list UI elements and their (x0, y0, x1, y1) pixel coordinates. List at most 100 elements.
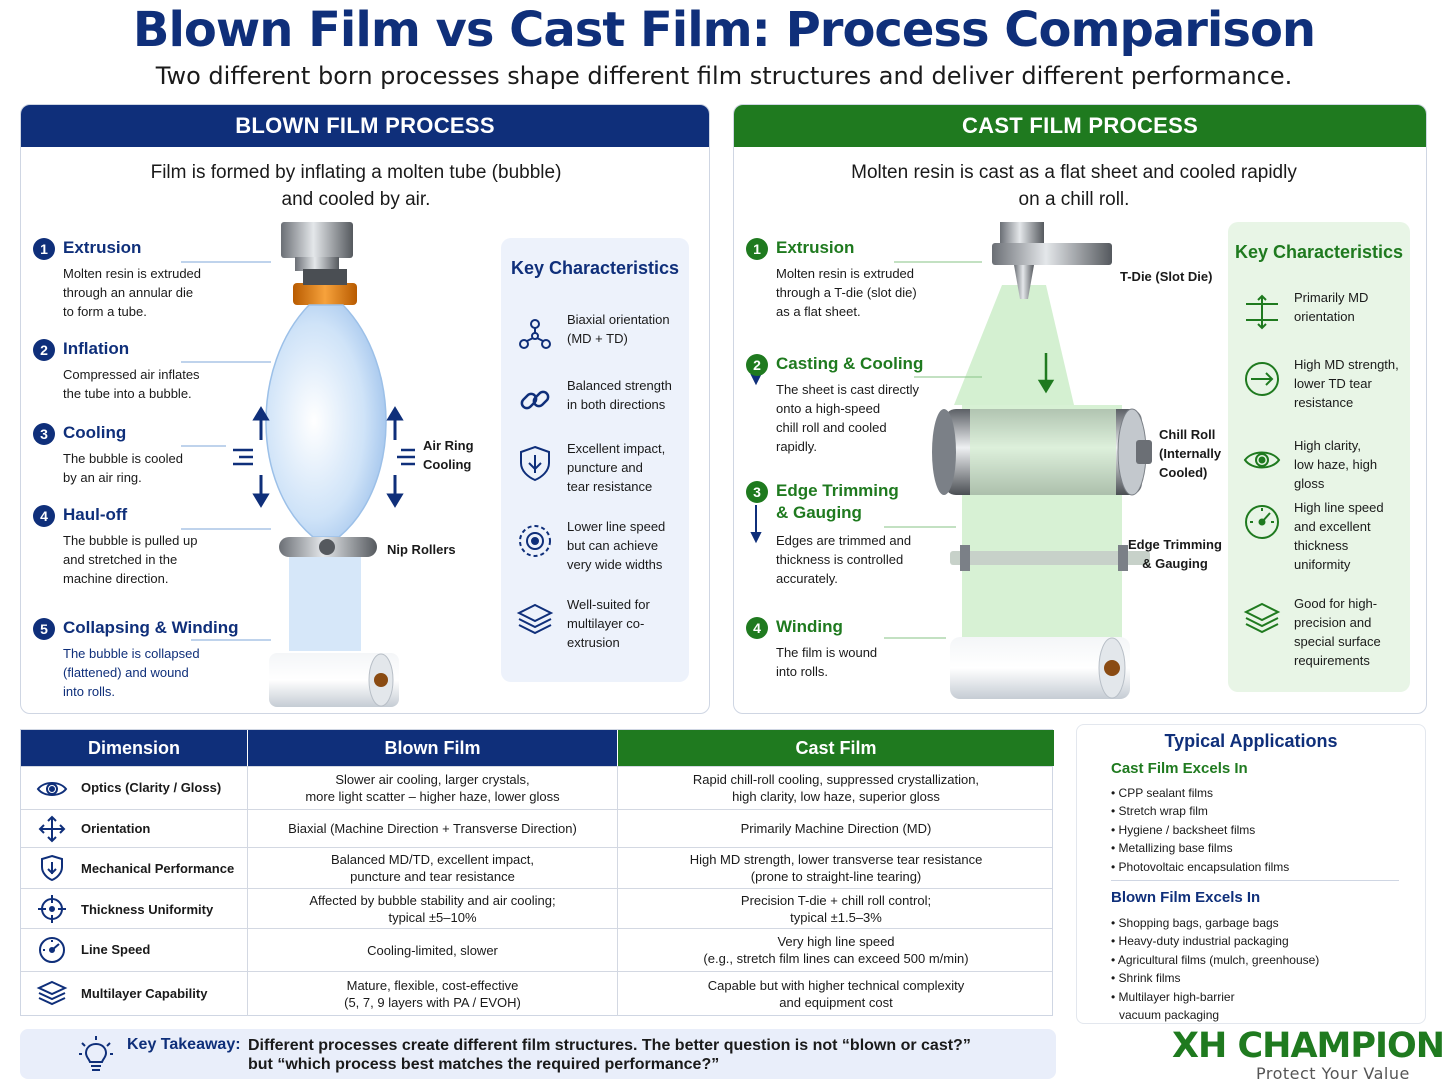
key-item-line: orientation (1294, 309, 1355, 324)
label-line: Cooling (423, 457, 472, 472)
column-header-dimension: Dimension (21, 730, 247, 766)
cast-desc-line: Molten resin is cast as a flat sheet and… (851, 162, 1297, 183)
list-item: Stretch wrap film (1111, 802, 1411, 820)
step-title: Extrusion (63, 238, 142, 257)
step-body: Edges are trimmed and thickness is contr… (776, 531, 956, 588)
step-body: The bubble is collapsed (flattened) and … (63, 644, 243, 701)
row-dimension: Mechanical Performance (81, 861, 235, 876)
cast-applications-title: Cast Film Excels In (1111, 760, 1248, 777)
list-item: Metallizing base films (1111, 839, 1411, 857)
blown-desc-line: Film is formed by inflating a molten tub… (150, 162, 562, 183)
key-item-line: Excellent impact, (567, 441, 666, 456)
cell-line: Biaxial (Machine Direction + Transverse … (288, 821, 577, 836)
key-item-line: High MD strength, (1294, 357, 1399, 372)
cell-line: Balanced MD/TD, excellent impact, (330, 852, 535, 867)
key-item-text: High MD strength, lower TD tear resistan… (1294, 355, 1406, 412)
step-number: 2 (746, 354, 768, 376)
brand-logo: XH CHAMPION (1172, 1026, 1445, 1066)
key-item-text: High line speed and excellent thickness … (1294, 498, 1406, 574)
step-title: Inflation (63, 339, 130, 358)
blown-desc-line: and cooled by air. (281, 189, 431, 210)
blown-panel-description: Film is formed by inflating a molten tub… (21, 159, 691, 213)
step-number: 3 (746, 481, 768, 503)
row-dimension: Optics (Clarity / Gloss) (81, 780, 222, 795)
step-body-line: and stretched in the (63, 552, 178, 567)
step-title: Haul-off (63, 505, 128, 524)
key-item-line: Biaxial orientation (567, 312, 670, 327)
key-item: Primarily MD orientation (1228, 288, 1410, 348)
step-body-line: The bubble is cooled (63, 451, 183, 466)
cast-key-characteristics: Key Characteristics Primarily MD orienta… (1228, 222, 1410, 692)
step-body-line: machine direction. (63, 571, 169, 586)
step-title: Winding (776, 617, 843, 636)
cell-line: (5, 7, 9 layers with PA / EVOH) (344, 995, 521, 1010)
cell-line: High MD strength, lower transverse tear … (689, 852, 983, 867)
cast-desc-line: on a chill roll. (1018, 189, 1130, 210)
row-blown-cell: Affected by bubble stability and air coo… (247, 889, 617, 928)
key-item: Lower line speed but can achieve very wi… (501, 517, 689, 577)
step-body-line: the tube into a bubble. (63, 386, 192, 401)
step-body-line: The film is wound (776, 645, 878, 660)
key-item-line: puncture and (567, 460, 643, 475)
step-body-line: by an air ring. (63, 470, 142, 485)
eye-icon (1243, 451, 1281, 469)
step-title: Collapsing & Winding (63, 618, 239, 637)
key-item-line: tear resistance (567, 479, 653, 494)
step-body-line: to form a tube. (63, 304, 147, 319)
key-item: Biaxial orientation (MD + TD) (501, 310, 689, 370)
step-title: & Gauging (776, 503, 862, 522)
label-line: Cooled) (1159, 465, 1208, 480)
blown-panel-heading: BLOWN FILM PROCESS (21, 105, 709, 147)
table-row: Optics (Clarity / Gloss) Slower air cool… (21, 766, 1052, 809)
speedometer-icon (39, 937, 65, 963)
list-item: Photovoltaic encapsulation films (1111, 858, 1411, 876)
cell-line: Primarily Machine Direction (MD) (740, 821, 932, 836)
key-item-line: uniformity (1294, 557, 1351, 572)
cell-line: puncture and tear resistance (350, 869, 515, 884)
step-number: 1 (746, 238, 768, 260)
t-die-label: T-Die (Slot Die) (1120, 269, 1213, 284)
step-number: 2 (33, 339, 55, 361)
eye-icon (36, 782, 68, 796)
step-body-line: rapidly. (776, 439, 817, 454)
cell-line: Slower air cooling, larger crystals, (335, 772, 530, 787)
key-item: High clarity, low haze, high gloss (1228, 436, 1410, 496)
cell-line: high clarity, low haze, superior gloss (732, 789, 940, 804)
takeaway-label: Key Takeaway: (127, 1036, 241, 1053)
key-item: Balanced strength in both directions (501, 376, 689, 436)
list-item: vacuum packaging (1119, 1008, 1220, 1023)
key-item-line: Primarily MD (1294, 290, 1369, 305)
key-item: High line speed and excellent thickness … (1228, 498, 1410, 572)
label-line: Air Ring (423, 438, 474, 453)
step-body-line: The sheet is cast directly (776, 382, 920, 397)
cell-line: Rapid chill-roll cooling, suppressed cry… (692, 772, 980, 787)
cast-panel-description: Molten resin is cast as a flat sheet and… (734, 159, 1414, 213)
row-blown-cell: Mature, flexible, cost-effective (5, 7, … (247, 972, 617, 1016)
step-body-line: Edges are trimmed and (776, 533, 912, 548)
applications-title: Typical Applications (1164, 731, 1338, 751)
key-item: Good for high- precision and special sur… (1228, 594, 1410, 668)
table-header: Dimension Blown Film Cast Film (21, 730, 1054, 766)
row-cast-cell: Rapid chill-roll cooling, suppressed cry… (617, 767, 1054, 809)
cell-line: (prone to straight-line tearing) (750, 869, 922, 884)
key-item: Well-suited for multilayer co- extrusion (501, 595, 689, 655)
step-body: Molten resin is extruded through a T-die… (776, 264, 956, 321)
column-header-blown: Blown Film (247, 730, 617, 766)
key-item-text: Biaxial orientation (MD + TD) (567, 310, 679, 348)
step-title: Extrusion (776, 238, 855, 257)
row-cast-cell: Very high line speed (e.g., stretch film… (617, 929, 1054, 971)
row-blown-cell: Slower air cooling, larger crystals, mor… (247, 767, 617, 809)
cell-line: Precision T-die + chill roll control; (740, 892, 932, 908)
step-body-line: through an annular die (63, 285, 194, 300)
table-row: Multilayer Capability Mature, flexible, … (21, 971, 1052, 1016)
step-body-line: as a flat sheet. (776, 304, 861, 319)
step-body-line: Molten resin is extruded (63, 266, 202, 281)
key-item-line: and excellent (1294, 519, 1371, 534)
row-dimension: Thickness Uniformity (81, 902, 214, 917)
typical-applications: Typical Applications Cast Film Excels In… (1076, 724, 1426, 1024)
comparison-table: Dimension Blown Film Cast Film Optics (C… (20, 729, 1054, 1016)
row-blown-cell: Biaxial (Machine Direction + Transverse … (247, 810, 617, 847)
list-item: Agricultural films (mulch, greenhouse) (1111, 951, 1411, 969)
key-item-line: High line speed (1294, 500, 1384, 515)
cell-line: typical ±1.5–3% (790, 909, 882, 925)
